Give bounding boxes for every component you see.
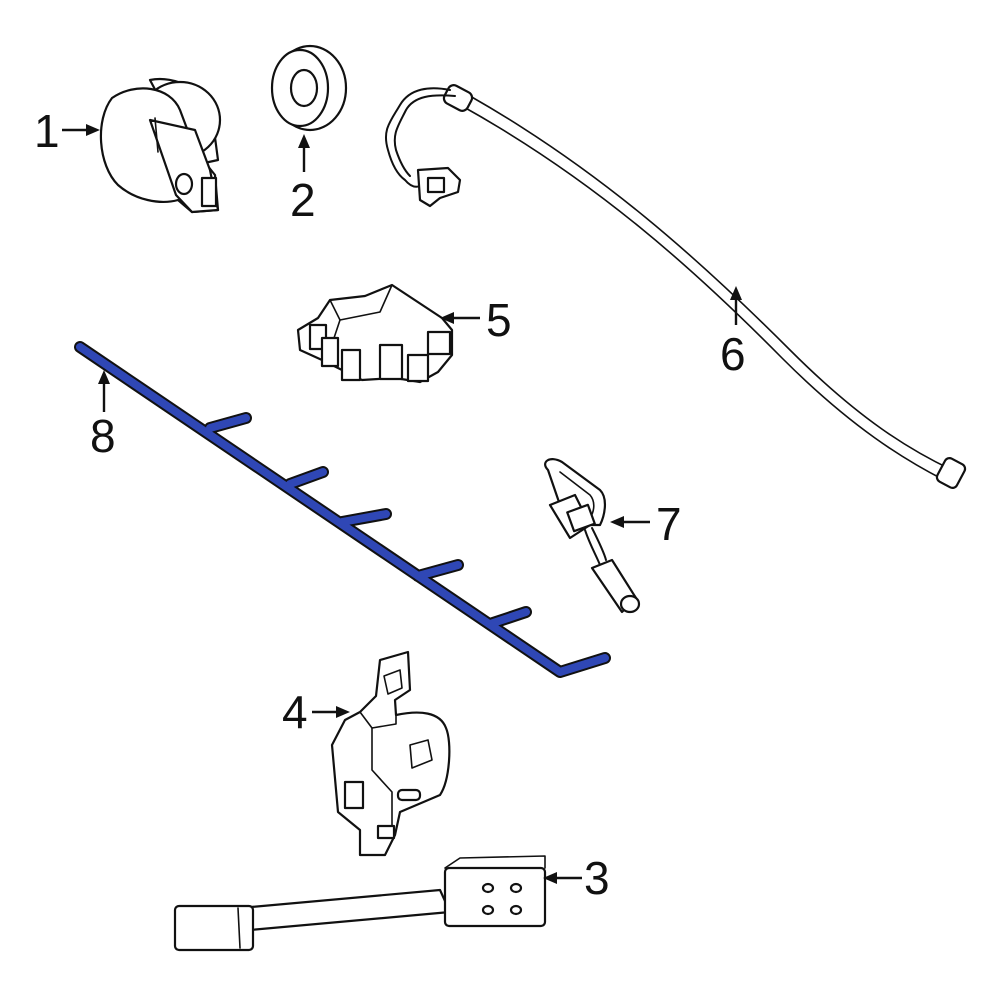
leader-1 [62, 124, 100, 136]
callout-1: 1 [34, 105, 60, 157]
part-8-wiring-harness [74, 341, 611, 678]
leader-4 [312, 706, 350, 718]
callout-3: 3 [584, 852, 610, 904]
callout-7: 7 [656, 498, 682, 550]
leader-6 [730, 286, 742, 325]
callout-2: 2 [290, 174, 316, 226]
callout-4: 4 [282, 686, 308, 738]
leader-2 [298, 134, 310, 172]
leader-7 [610, 516, 650, 528]
callout-5: 5 [486, 294, 512, 346]
part-1-sensor [99, 77, 222, 214]
leader-5 [440, 312, 480, 324]
part-6-sensor-cable [384, 84, 967, 489]
part-5-module [296, 283, 454, 384]
part-2-grommet [270, 44, 348, 132]
callout-6: 6 [720, 328, 746, 380]
part-3-connector-cable [173, 855, 547, 952]
leader-8 [98, 370, 110, 412]
callout-8: 8 [90, 410, 116, 462]
leader-3 [543, 872, 582, 884]
part-7-pigtail-sensor [544, 458, 641, 614]
part-4-bracket [330, 650, 451, 857]
